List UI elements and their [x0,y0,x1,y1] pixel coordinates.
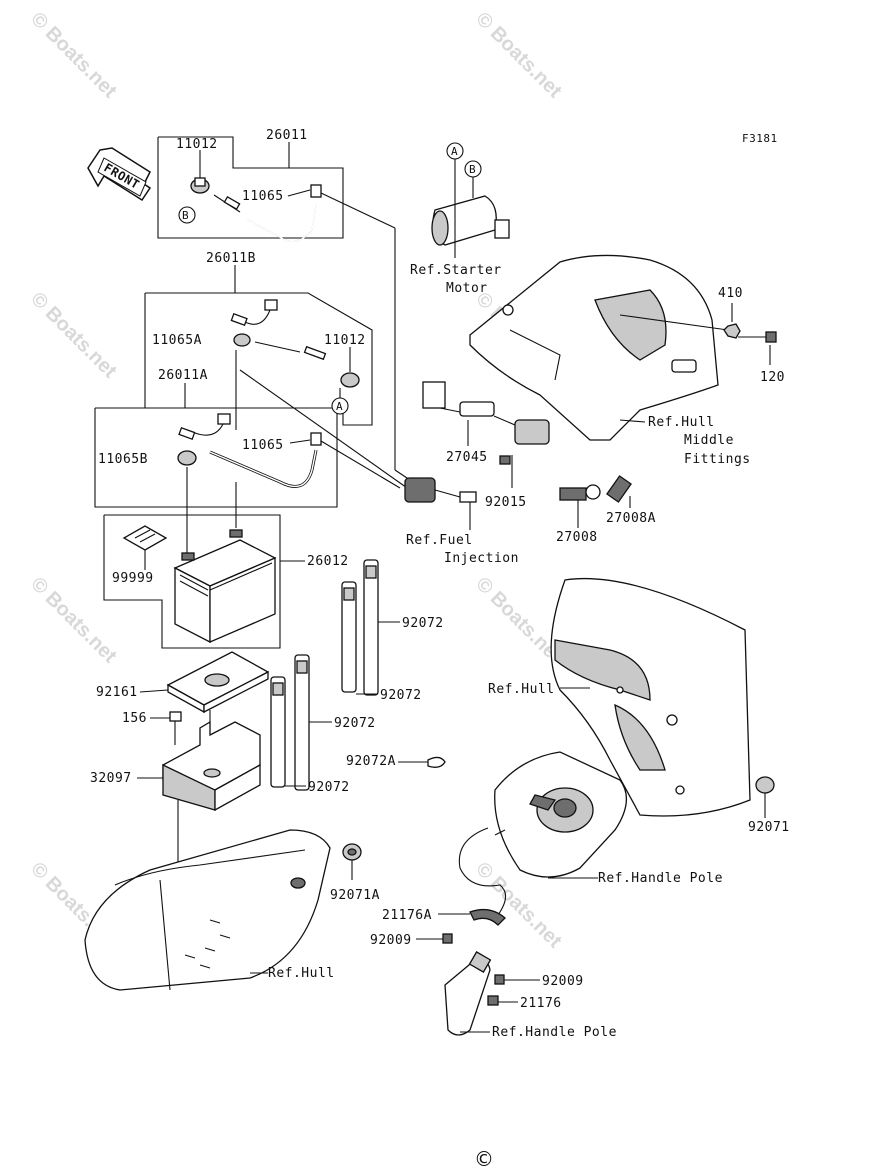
label-11012-top: 11012 [176,137,218,152]
label-11065A: 11065A [152,333,202,348]
label-26011: 26011 [266,128,308,143]
label-sticker [122,525,168,570]
grommet-92071A [342,843,362,880]
label-92009-a: 92009 [370,933,412,948]
key-27008 [559,484,601,528]
label-92071A: 92071A [330,888,380,903]
front-arrow: FRONT [87,147,152,202]
label-92072-c: 92072 [334,716,376,731]
label-92161: 92161 [96,685,138,700]
ref-fuel-1: Ref.Fuel [406,533,473,548]
label-120: 120 [760,370,785,385]
ref-hull-bottom: Ref.Hull [268,966,335,981]
label-92015: 92015 [485,495,527,510]
screw-120 [765,331,777,365]
callout-a: A [336,400,343,413]
ref-hull-middle-3: Fittings [684,452,751,467]
ref-handle-pole-1: Ref.Handle Pole [598,871,723,886]
label-11065B: 11065B [98,452,148,467]
label-92072-b: 92072 [380,688,422,703]
cable-26011B [230,299,360,398]
handle-pole-plate [494,751,627,879]
wire-21176A [438,827,507,926]
bolt-156 [150,711,182,745]
ref-starter-1: Ref.Starter [410,263,502,278]
battery-pad [139,651,270,714]
label-11065-top: 11065 [242,189,284,204]
label-92072-a: 92072 [402,616,444,631]
handle-pole-bracket [444,951,540,1036]
label-27045: 27045 [446,450,488,465]
grommet-92071 [755,776,775,818]
callout-b-circle [178,206,196,224]
ref-hull-right: Ref.Hull [488,682,555,697]
label-92071: 92071 [748,820,790,835]
group-26011-box [157,136,344,239]
label-11065-mid: 11065 [242,438,284,453]
watermark: © Boats.net [26,288,121,383]
label-11012-mid: 11012 [324,333,366,348]
label-92072A: 92072A [346,754,396,769]
callout-b: B [469,163,476,176]
group-26012-box [103,514,305,649]
figure-code: F3181 [742,132,778,145]
battery [173,529,277,644]
ref-starter-2: Motor [446,281,488,296]
watermark: © Boats.net [26,8,121,103]
ref-fuel-2: Injection [444,551,519,566]
part-labels: 26011 11012 11065 26011B 11065A 11012 26… [90,128,790,1011]
label-21176A: 21176A [382,908,432,923]
reference-labels: Ref.Starter Motor Ref.Hull Middle Fittin… [268,263,751,1040]
hull-lower-left [84,829,331,991]
stop-switch-27045 [422,381,550,488]
straps [270,559,400,791]
copyright-symbol: © [474,1147,494,1170]
ref-hull-middle-2: Middle [684,433,734,448]
group-26011A-box [94,383,338,508]
callout-b-circle [464,160,482,178]
clip-92072A [398,756,446,768]
ref-hull-middle-1: Ref.Hull [648,415,715,430]
label-21176: 21176 [520,996,562,1011]
ref-handle-pole-2: Ref.Handle Pole [492,1025,617,1040]
watermark: © Boats.net [471,8,566,103]
battery-case [137,710,261,862]
label-26011A: 26011A [158,368,208,383]
label-92009-b: 92009 [542,974,584,989]
label-92072-d: 92072 [308,780,350,795]
callout-a-circle [446,142,464,160]
clip-92015 [499,455,511,465]
callout-a: A [451,145,458,158]
callout-a-circle [331,397,349,415]
label-26011B: 26011B [206,251,256,266]
nut-410 [723,303,741,339]
hull-middle-fittings [469,254,768,441]
hull-right [550,577,751,817]
screw-92009-a [416,933,453,944]
starter-motor [431,158,510,258]
label-26012: 26012 [307,554,349,569]
label-410: 410 [718,286,743,301]
fuel-injection-ecu [404,477,477,530]
watermark: © Boats.net [26,573,121,668]
cable-26011A [177,350,411,556]
label-27008A: 27008A [606,511,656,526]
key-27008A [606,475,632,508]
label-99999: 99999 [112,571,154,586]
label-32097: 32097 [90,771,132,786]
cable-26011 [190,150,411,481]
label-27008: 27008 [556,530,598,545]
label-156: 156 [122,711,147,726]
callout-b: B [182,209,189,222]
